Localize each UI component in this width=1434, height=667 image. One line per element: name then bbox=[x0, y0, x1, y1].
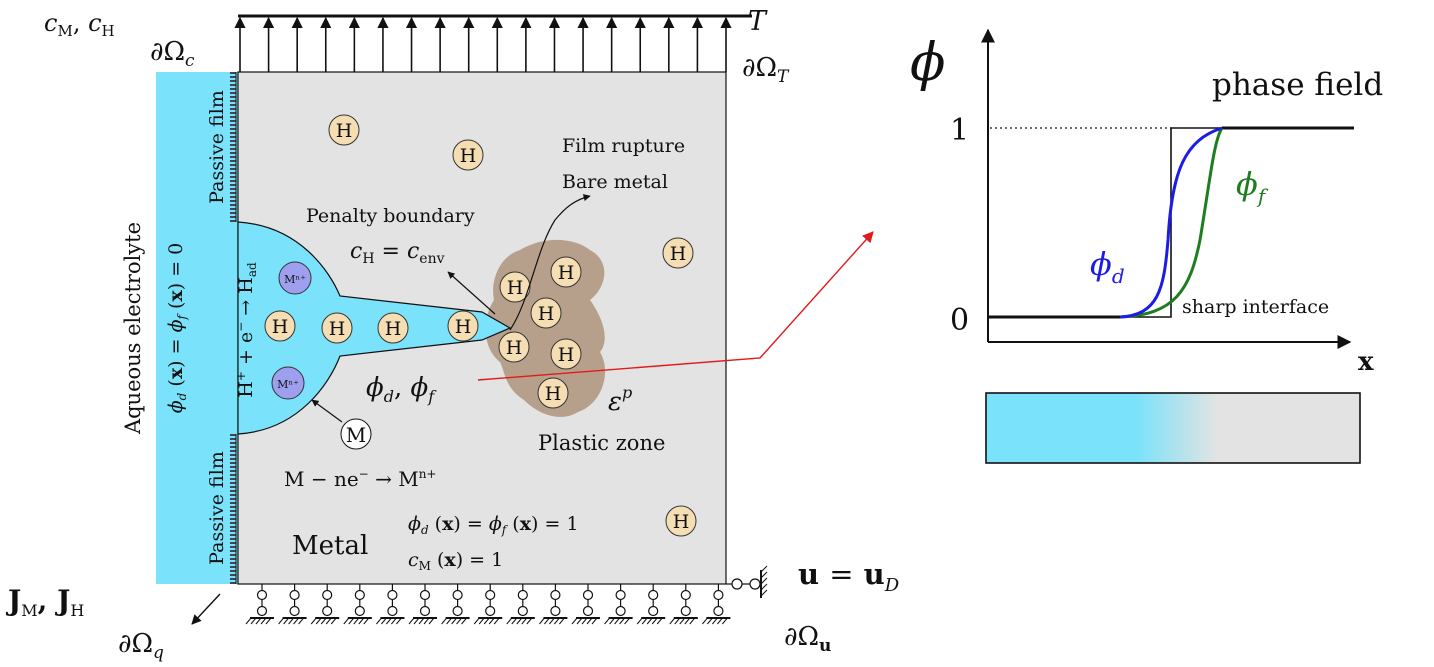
passive-film-bottom-hatch bbox=[230, 434, 237, 584]
roller-support bbox=[408, 584, 437, 625]
svg-text:M: M bbox=[346, 423, 366, 447]
metal-atom: M bbox=[340, 418, 372, 450]
label-t: T bbox=[748, 6, 768, 37]
chart-y-axis-symbol: ϕ bbox=[910, 33, 945, 93]
label-domega-q: ∂Ωq bbox=[118, 629, 164, 663]
roller-support bbox=[310, 584, 340, 625]
metal-atom-arrow bbox=[311, 399, 343, 423]
roller-support bbox=[669, 584, 698, 625]
chart-sharp-label: sharp interface bbox=[1182, 296, 1329, 318]
hydrogen-atom-label: H bbox=[506, 337, 523, 359]
hydrogen-atom: H bbox=[447, 310, 479, 342]
traction-arrows bbox=[234, 14, 752, 72]
hydrogen-atom-label: H bbox=[455, 316, 472, 338]
label-plastic-zone: Plastic zone bbox=[538, 431, 665, 455]
hydrogen-atom: H bbox=[537, 377, 569, 409]
label-bare-metal: Bare metal bbox=[562, 171, 668, 193]
label-metal: Metal bbox=[292, 531, 368, 561]
label-c-m-c-h: cM, cH bbox=[44, 9, 115, 40]
hydrogen-atom-label: H bbox=[385, 318, 402, 340]
hydrogen-atom-label: H bbox=[460, 145, 477, 167]
hydrogen-atom-label: H bbox=[507, 277, 524, 299]
hydrogen-atom: H bbox=[530, 297, 562, 329]
chart-tick-0: 0 bbox=[950, 303, 969, 338]
electrolyte-region bbox=[156, 72, 238, 584]
label-penalty-boundary: Penalty boundary bbox=[306, 205, 475, 227]
chart-x-axis-symbol: x bbox=[1358, 347, 1374, 377]
metal-ion-lower: Mⁿ⁺ bbox=[271, 366, 305, 400]
roller-support bbox=[343, 584, 372, 625]
hydrogen-atom-label: H bbox=[558, 262, 575, 284]
svg-text:Mⁿ⁺: Mⁿ⁺ bbox=[284, 273, 306, 286]
label-c-h-env: cH = cenv bbox=[350, 239, 445, 267]
hydrogen-atom: H bbox=[499, 271, 531, 303]
roller-support bbox=[473, 584, 503, 625]
label-phi-d-phi-f: ϕd, ϕf bbox=[366, 373, 437, 406]
chart-title: phase field bbox=[1212, 67, 1383, 103]
label-aqueous-electrolyte: Aqueous electrolyte bbox=[121, 222, 145, 435]
label-phi-electrolyte: ϕd (x) = ϕf (x) = 0 bbox=[165, 243, 189, 414]
label-domega-c: ∂Ωc bbox=[150, 37, 195, 71]
svg-text:Mⁿ⁺: Mⁿ⁺ bbox=[277, 378, 299, 391]
label-u-eq-ud: u = uD bbox=[798, 557, 900, 596]
hydrogen-atom: H bbox=[550, 338, 582, 370]
hydrogen-atom-label: H bbox=[329, 318, 346, 340]
label-domega-t: ∂ΩT bbox=[742, 53, 790, 87]
roller-support bbox=[636, 584, 666, 625]
hydrogen-atom: H bbox=[377, 312, 409, 344]
label-metal-reaction: M − ne− → Mn+ bbox=[284, 467, 436, 491]
roller-support bbox=[506, 584, 535, 625]
metal-ion-upper: Mⁿ⁺ bbox=[278, 261, 312, 295]
label-passive-film-bottom: Passive film bbox=[206, 451, 228, 565]
gradient-bar bbox=[985, 392, 1361, 464]
hydrogen-atom-label: H bbox=[538, 303, 555, 325]
hydrogen-atom-label: H bbox=[272, 316, 289, 338]
roller-support bbox=[539, 584, 568, 625]
hydrogen-atom: H bbox=[550, 256, 582, 288]
hydrogen-atom: H bbox=[321, 312, 353, 344]
chart-tick-1: 1 bbox=[950, 113, 969, 148]
phi-d-curve bbox=[1119, 126, 1223, 319]
roller-supports bbox=[245, 584, 731, 625]
label-passive-film-top: Passive film bbox=[206, 90, 228, 204]
sharp-interface-curve bbox=[1120, 127, 1222, 318]
hydrogen-atom-label: H bbox=[545, 383, 562, 405]
roller-support bbox=[376, 584, 405, 625]
roller-support bbox=[245, 584, 274, 625]
hydrogen-atom: H bbox=[498, 331, 530, 363]
label-film-rupture: Film rupture bbox=[562, 135, 685, 157]
red-connector-arrow bbox=[477, 231, 874, 381]
passive-film-top-hatch bbox=[230, 72, 237, 222]
flux-arrow bbox=[191, 593, 221, 625]
label-phi-metal: ϕd (x) = ϕf (x) = 1 bbox=[408, 513, 579, 537]
hydrogen-atom: H bbox=[264, 310, 296, 342]
label-domega-u: ∂Ωu bbox=[784, 622, 831, 656]
hydrogen-atom: H bbox=[665, 505, 697, 537]
hydrogen-atom-label: H bbox=[673, 511, 690, 533]
penalty-boundary-arrow bbox=[447, 271, 496, 315]
hydrogen-atom-label: H bbox=[336, 120, 353, 142]
hydrogen-atom: H bbox=[662, 237, 694, 269]
hydrogen-atom: H bbox=[328, 114, 360, 146]
phase-field-chart: ϕ x phase field 1 0 ϕd ϕf sharp interfac… bbox=[910, 28, 1383, 464]
roller-support bbox=[441, 584, 470, 625]
hydrogen-atom: H bbox=[452, 139, 484, 171]
roller-support bbox=[604, 584, 633, 625]
hydrogen-atom-label: H bbox=[558, 344, 575, 366]
chart-phi-d-label: ϕd bbox=[1090, 245, 1125, 288]
label-j-flux: JM, JH bbox=[5, 584, 84, 620]
film-rupture-arrow bbox=[509, 194, 591, 331]
chart-phi-f-label: ϕf bbox=[1236, 165, 1269, 208]
right-roller-support bbox=[726, 565, 768, 598]
phi-f-curve bbox=[1119, 127, 1224, 319]
roller-support bbox=[278, 584, 307, 625]
hydrogen-atom-label: H bbox=[670, 243, 687, 265]
roller-support bbox=[571, 584, 600, 625]
roller-support bbox=[702, 584, 731, 625]
